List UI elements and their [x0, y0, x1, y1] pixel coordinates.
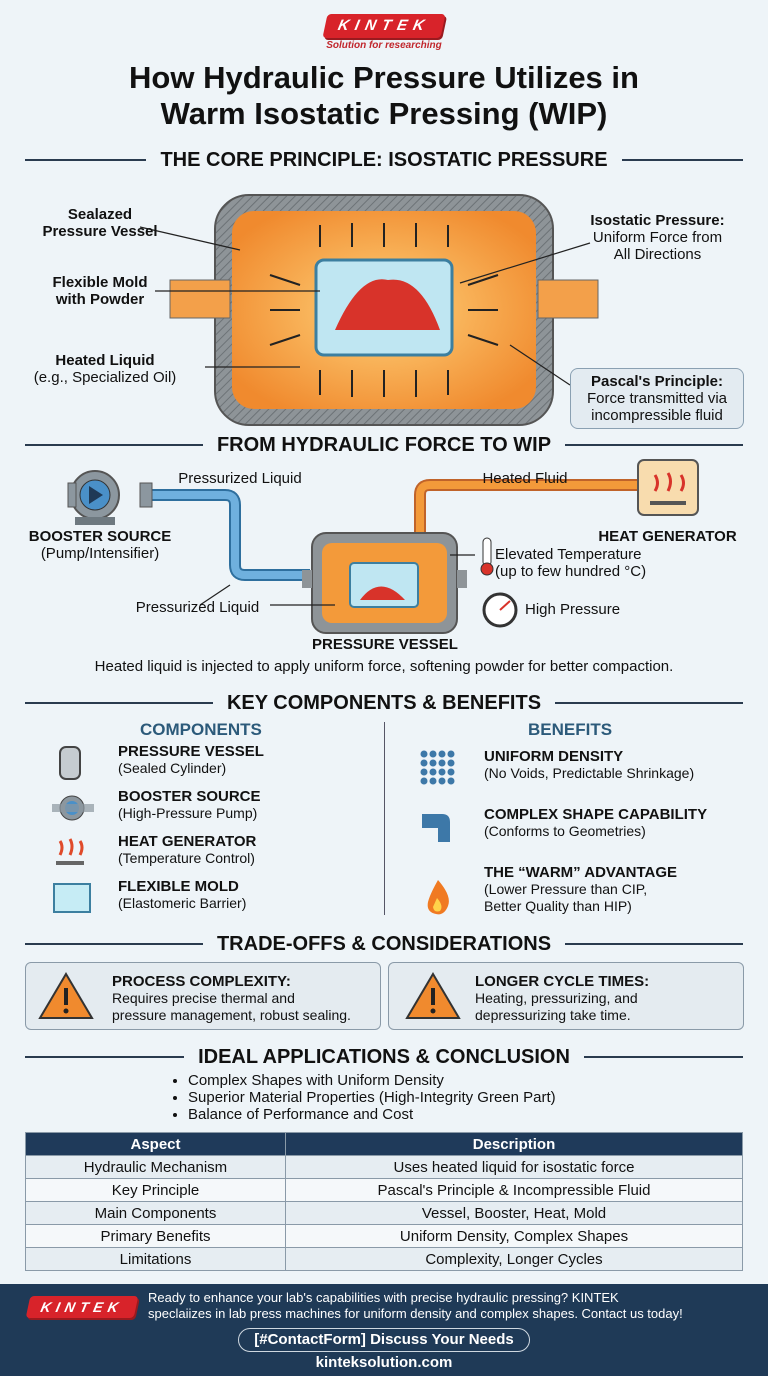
cylinder-icon: [59, 746, 81, 780]
components-title: COMPONENTS: [140, 720, 262, 739]
applications-list: Complex Shapes with Uniform Density Supe…: [172, 1072, 556, 1123]
footer: KINTEK Ready to enhance your lab's capab…: [0, 1284, 768, 1376]
booster-pump-icon: [67, 470, 153, 525]
kintek-logo: KINTEK: [322, 14, 446, 38]
label-heated-liquid: Heated Liquid(e.g., Specialized Oil): [33, 352, 177, 386]
mold-icon: [53, 883, 91, 913]
table-header: Aspect: [25, 1132, 286, 1156]
pipe-shape-icon: [422, 814, 450, 842]
powder: [335, 279, 440, 330]
label-pressure-vessel: PRESSURE VESSEL: [312, 636, 458, 653]
section-components-heading: KEY COMPONENTS & BENEFITS: [25, 691, 743, 715]
section-applications-heading: IDEAL APPLICATIONS & CONCLUSION: [25, 1045, 743, 1069]
component-pressure-vessel: PRESSURE VESSEL(Sealed Cylinder): [40, 743, 380, 783]
heat-icon: [56, 838, 84, 865]
application-item: Superior Material Properties (High-Integ…: [188, 1089, 556, 1106]
warning-icon: [405, 972, 461, 1019]
label-elevated-temperature: Elevated Temperature(up to few hundred °…: [495, 546, 647, 580]
pascal-principle-box: Pascal's Principle:Force transmitted via…: [570, 368, 744, 429]
application-item: Balance of Performance and Cost: [188, 1106, 556, 1123]
tradeoff-card-cycle-times: LONGER CYCLE TIMES:Heating, pressurizing…: [388, 962, 744, 1030]
label-pressurized-liquid-bottom: Pressurized Liquid: [135, 599, 260, 616]
tradeoff-card-complexity: PROCESS COMPLEXITY:Requires precise ther…: [25, 962, 381, 1030]
isostatic-vessel-diagram: [139, 194, 599, 426]
dots-grid-icon: [420, 750, 455, 785]
pump-icon: [52, 795, 94, 821]
component-heat-generator: HEAT GENERATOR(Temperature Control): [40, 833, 380, 873]
footer-text: Ready to enhance your lab's capabilities…: [148, 1290, 683, 1321]
column-divider: [384, 722, 385, 915]
label-heat-generator: HEAT GENERATOR: [598, 528, 737, 545]
section-tradeoffs-heading: TRADE-OFFS & CONSIDERATIONS: [25, 932, 744, 956]
benefit-uniform-density: UNIFORM DENSITY(No Voids, Predictable Sh…: [410, 748, 750, 788]
pressure-arrows: [269, 223, 499, 397]
section-flow-heading: FROM HYDRAULIC FORCE TO WIP: [25, 433, 743, 457]
pressure-vessel-icon: [302, 532, 467, 634]
benefits-title: BENEFITS: [528, 720, 613, 739]
benefit-complex-shape: COMPLEX SHAPE CAPABILITY(Conforms to Geo…: [410, 806, 750, 846]
warning-icon: [38, 972, 94, 1019]
hydraulic-flow-diagram: [67, 459, 699, 634]
section-core-heading: THE CORE PRINCIPLE: ISOSTATIC PRESSURE: [25, 148, 743, 172]
heat-generator-icon: [637, 459, 699, 516]
website-link[interactable]: kinteksolution.com: [315, 1354, 453, 1371]
thermometer-icon: [480, 537, 494, 576]
label-pressurized-liquid-top: Pressurized Liquid: [178, 470, 302, 487]
benefit-warm-advantage: THE “WARM” ADVANTAGE(Lower Pressure than…: [410, 864, 750, 919]
table-header: Description: [285, 1132, 743, 1156]
flame-icon: [427, 880, 449, 915]
footer-logo: KINTEK: [25, 1296, 139, 1318]
application-item: Complex Shapes with Uniform Density: [188, 1072, 556, 1089]
component-flexible-mold: FLEXIBLE MOLD(Elastomeric Barrier): [40, 878, 380, 918]
contact-button[interactable]: [#ContactForm] Discuss Your Needs: [238, 1328, 530, 1352]
label-heated-fluid: Heated Fluid: [482, 470, 568, 487]
flow-caption: Heated liquid is injected to apply unifo…: [94, 658, 674, 675]
pressure-gauge-icon: [482, 592, 518, 628]
component-booster-source: BOOSTER SOURCE(High-Pressure Pump): [40, 788, 380, 828]
tagline: Solution for researching: [326, 40, 442, 51]
label-booster-source: BOOSTER SOURCE(Pump/Intensifier): [28, 528, 172, 562]
label-high-pressure: High Pressure: [525, 601, 621, 618]
